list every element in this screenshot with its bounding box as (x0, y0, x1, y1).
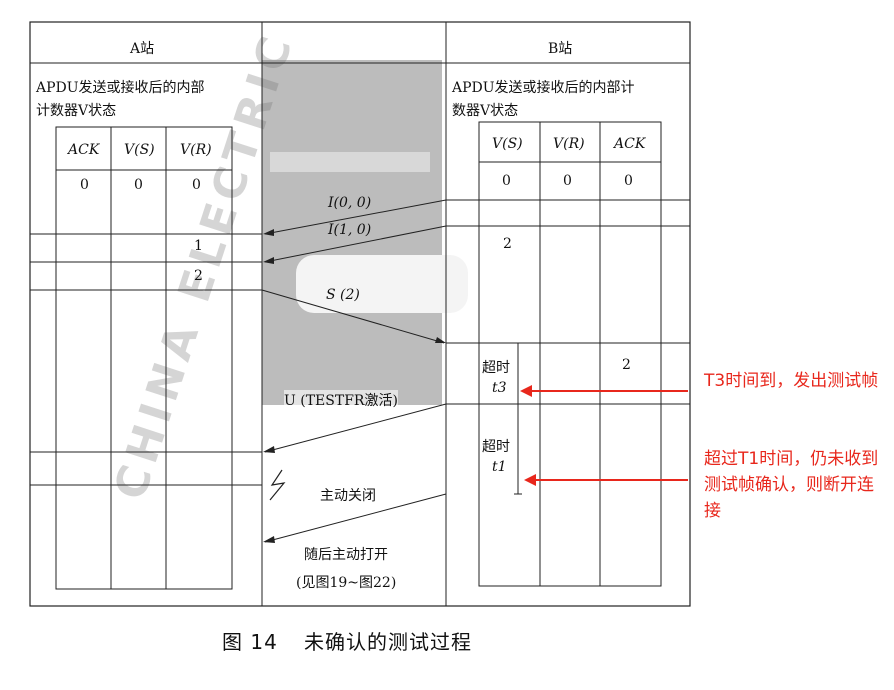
t3-annotation: T3时间到，发出测试帧 (704, 371, 879, 391)
station-a-title: A站 (130, 41, 155, 57)
a-vr-after-second: 2 (194, 268, 203, 284)
active-close-label: 主动关闭 (320, 488, 376, 504)
b-row0-vr: 0 (563, 173, 572, 189)
b-header-vs: V(S) (492, 136, 523, 152)
reopen-ref-label: (见图19~图22) (296, 575, 397, 591)
a-vr-after-first: 1 (194, 238, 203, 254)
t1-annotation: 超过T1时间，仍未收到测试帧确认，则断开连接 (704, 449, 879, 521)
b-header-ack: ACK (614, 136, 646, 152)
station-b-counter-label: APDU发送或接收后的内部计 (452, 80, 635, 96)
t1-label: t1 (492, 459, 507, 475)
middle-light-patch-top (270, 152, 430, 172)
a-header-vs: V(S) (124, 142, 155, 158)
station-b-title: B站 (548, 41, 573, 57)
b-row0-vs: 0 (502, 173, 511, 189)
reopen-label: 随后主动打开 (304, 547, 388, 563)
middle-light-patch (296, 255, 468, 313)
b-ack-after: 2 (622, 357, 631, 373)
station-b-counter-label-2: 数器V状态 (452, 103, 519, 119)
b-header-vr: V(R) (553, 136, 585, 152)
i-frame-1-label: I(0, 0) (328, 195, 372, 211)
a-header-vr: V(R) (180, 142, 212, 158)
a-row0-vs: 0 (134, 177, 143, 193)
a-row0-ack: 0 (80, 177, 89, 193)
i-frame-2-label: I(1, 0) (328, 222, 372, 238)
figure-number: 图 14 (222, 630, 278, 654)
timeout-t1-label: 超时 (482, 439, 510, 455)
timeout-t3-label: 超时 (482, 360, 510, 376)
s-frame-label: S (2) (326, 287, 360, 303)
b-row0-ack: 0 (624, 173, 633, 189)
t3-label: t3 (492, 380, 507, 396)
b-vs-after-send: 2 (503, 236, 512, 252)
a-header-ack: ACK (68, 142, 100, 158)
station-a-counter-label: APDU发送或接收后的内部 (36, 80, 205, 96)
a-row0-vr: 0 (192, 177, 201, 193)
u-frame-label: U (TESTFR激活) (284, 390, 398, 410)
figure-title: 未确认的测试过程 (304, 630, 472, 654)
station-a-counter-label-2: 计数器V状态 (36, 103, 117, 119)
